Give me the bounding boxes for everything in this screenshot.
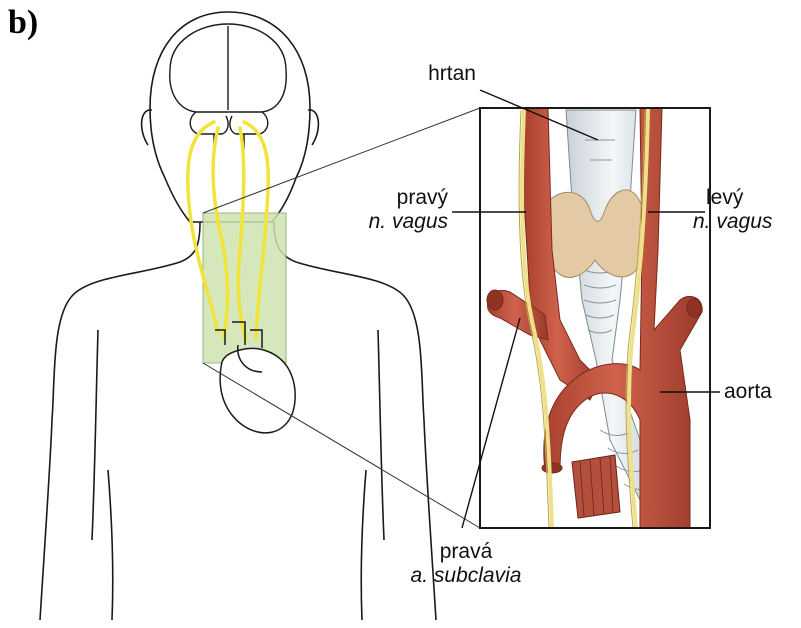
pulmonary-trunk — [572, 455, 620, 518]
inset-anatomy — [480, 108, 710, 528]
label-larynx: hrtan — [412, 62, 492, 86]
label-right-subclavia-line2: a. subclavia — [376, 564, 556, 588]
label-left-vagus-line1: levý — [690, 186, 795, 210]
panel-label: b) — [8, 4, 38, 42]
label-aorta: aorta — [724, 380, 796, 404]
label-right-subclavia: pravá a. subclavia — [376, 540, 556, 588]
label-right-vagus-line1: pravý — [336, 186, 448, 210]
label-aorta-text: aorta — [724, 380, 772, 403]
label-right-vagus-line2: n. vagus — [336, 210, 448, 234]
brain-outline — [170, 24, 286, 150]
label-larynx-text: hrtan — [428, 62, 476, 85]
label-left-vagus-line2: n. vagus — [690, 210, 795, 234]
label-left-vagus: levý n. vagus — [690, 186, 795, 234]
label-right-subclavia-line1: pravá — [376, 540, 556, 564]
label-right-vagus: pravý n. vagus — [336, 186, 448, 234]
